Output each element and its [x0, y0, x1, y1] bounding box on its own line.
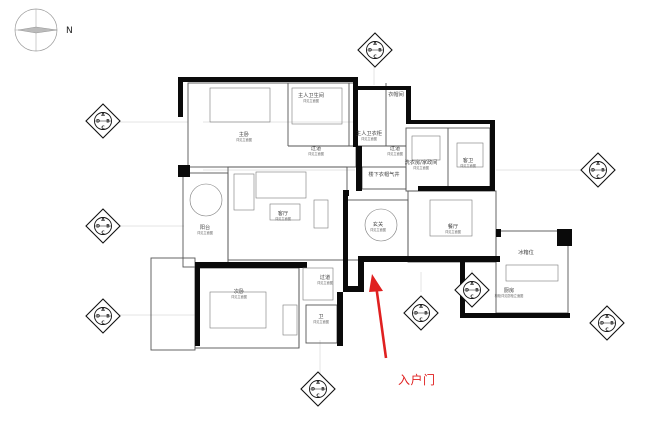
room-note-dining: 详见立面图	[445, 229, 461, 234]
room-note-guest-wc: 详见立面图	[460, 163, 476, 168]
elevation-marker-letter: A	[596, 161, 600, 167]
compass-icon: N	[14, 8, 73, 52]
elevation-marker-letter: B	[106, 314, 110, 320]
elevation-marker-letter: A	[101, 112, 105, 118]
elevation-marker-letter: B	[610, 321, 614, 327]
entry-arrow	[369, 274, 388, 359]
entry-door-annotation: 入户门	[398, 373, 436, 387]
room-labels: 主卧详见立面图主人卫生间详见立面图衣帽间主人卫衣柜详见立面图过道详见立面图过道详…	[197, 90, 534, 324]
elevation-marker-letter: D	[591, 168, 595, 174]
room-note-master-bed: 详见立面图	[236, 137, 252, 142]
elevation-marker-letter: A	[605, 314, 609, 320]
furniture	[189, 87, 559, 336]
room-note-corridor-n: 详见立面图	[308, 151, 324, 156]
room-label-corridor-n: 过道	[311, 144, 321, 152]
room-label-stair: 楼下衣帽气井	[368, 170, 399, 178]
room-note-laundry: 详见立面图	[413, 165, 429, 170]
room-label-en-suite: 主人卫生间	[298, 91, 324, 99]
room-label-bath2: 卫	[318, 313, 323, 320]
room-label-foyer: 玄关	[373, 220, 383, 228]
room-label-fridge: 冰箱位	[518, 248, 534, 256]
room-label-corridor-e: 过道	[390, 144, 400, 152]
room-label-guest-wc: 客卫	[463, 156, 473, 164]
room-note-bath2: 详见立面图	[313, 319, 329, 324]
elevation-marker-letter: B	[475, 288, 479, 294]
structural-walls	[178, 77, 572, 346]
elevation-marker-letter: D	[600, 321, 604, 327]
elevation-marker-letter: A	[373, 41, 377, 47]
elevation-marker-letter: D	[96, 119, 100, 125]
room-label-kitchen: 厨房	[504, 286, 514, 294]
room-note-corridor-e: 详见立面图	[387, 151, 403, 156]
elevation-marker-letter: C	[596, 174, 600, 180]
room-note-entry-hall: 详见立面图	[317, 280, 333, 285]
elevation-marker-letter: C	[470, 294, 474, 300]
elevation-marker-letter: A	[101, 307, 105, 313]
interior-walls	[150, 82, 569, 351]
room-label-entry-hall: 过道	[320, 273, 330, 281]
room-label-living: 客厅	[278, 209, 288, 217]
elevation-marker-letter: A	[419, 304, 423, 310]
elevation-marker-letter: C	[101, 230, 105, 236]
room-note-foyer: 详见立面图	[370, 227, 386, 232]
room-note-en-suite: 详见立面图	[303, 98, 319, 103]
elevation-marker-letter: D	[465, 288, 469, 294]
elevation-marker-letter: D	[96, 224, 100, 230]
elevation-marker-letter: B	[601, 168, 605, 174]
elevation-marker-letter: A	[316, 380, 320, 386]
room-label-dining: 餐厅	[448, 222, 458, 230]
room-label-balcony: 阳台	[200, 223, 210, 231]
elevation-marker-letter: B	[106, 224, 110, 230]
room-label-laundry: 洗衣房/家政间	[405, 158, 438, 166]
elevation-marker-letter: D	[414, 311, 418, 317]
room-label-cloak: 主人卫衣柜	[356, 129, 382, 137]
room-note-cloak: 详见立面图	[361, 136, 377, 141]
elevation-marker-letter: B	[106, 119, 110, 125]
elevation-marker-letter: D	[311, 387, 315, 393]
elevation-marker-letter: C	[316, 393, 320, 399]
room-label-second-bed: 次卧	[234, 287, 244, 295]
elevation-marker-letter: C	[101, 125, 105, 131]
elevation-marker-letter: C	[373, 54, 377, 60]
elevation-marker-letter: C	[419, 317, 423, 323]
elevation-marker-letter: B	[321, 387, 325, 393]
elevation-marker-letter: A	[101, 217, 105, 223]
room-note-balcony: 详见立面图	[197, 230, 213, 235]
elevation-marker-letter: D	[96, 314, 100, 320]
room-note-kitchen: 橱柜详见厨柜立面图	[495, 293, 524, 298]
room-note-living: 详见立面图	[275, 216, 291, 221]
elevation-marker-letter: C	[101, 320, 105, 326]
elevation-marker-letter: D	[368, 48, 372, 54]
elevation-marker-letter: B	[424, 311, 428, 317]
elevation-marker-letter: C	[605, 327, 609, 333]
room-label-master-bed: 主卧	[239, 130, 249, 138]
elevation-marker-letter: A	[470, 281, 474, 287]
room-note-second-bed: 详见立面图	[231, 294, 247, 299]
elevation-marker-letter: B	[378, 48, 382, 54]
compass-north-label: N	[66, 26, 73, 36]
room-label-walkin: 衣帽间	[388, 90, 404, 98]
